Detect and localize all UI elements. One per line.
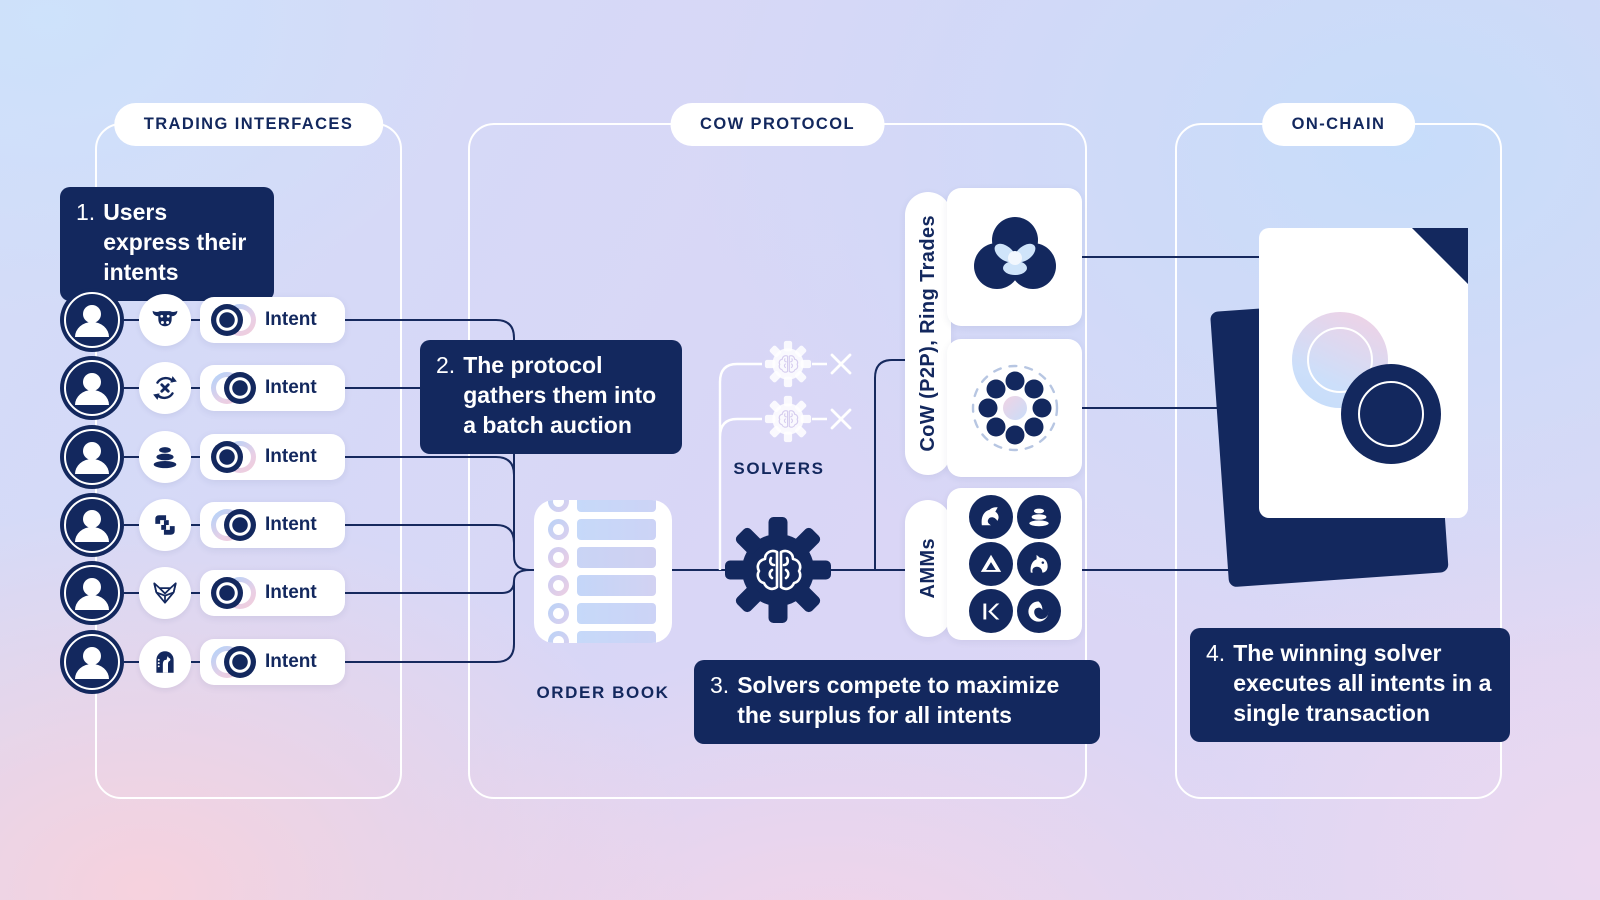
step-text: Users express their intents: [103, 199, 247, 285]
trading-interface-icon: [139, 294, 191, 346]
intent-seal-icon: [1341, 364, 1441, 464]
triangle-icon: [968, 542, 1013, 586]
order-row: [548, 603, 672, 624]
trading-interface-icon: [139, 636, 191, 688]
kyber-diamond-icon: [968, 589, 1013, 633]
user-avatar: [60, 561, 124, 625]
cow-p2p-card: [947, 188, 1082, 326]
order-row: [548, 519, 672, 540]
intent-label: Intent: [265, 309, 317, 330]
stacked-stones-icon: [1016, 495, 1061, 539]
ring-trades-card: [947, 339, 1082, 477]
cow-ring-trades-label: CoW (P2P), Ring Trades: [916, 215, 939, 452]
trading-interface-icon: [139, 362, 191, 414]
intent-label: Intent: [265, 446, 317, 467]
step-text: The protocol gathers them into a batch a…: [463, 352, 657, 438]
intent-label: Intent: [265, 377, 317, 398]
cow-icon: [152, 310, 178, 327]
intent-target-icon: [211, 441, 256, 473]
amms-label: AMMs: [916, 538, 939, 599]
solvers-label: SOLVERS: [733, 459, 825, 478]
section-label-pill: TRADING INTERFACES: [113, 103, 384, 146]
step-number: 4.: [1206, 640, 1226, 666]
intent-label: Intent: [265, 582, 317, 603]
intent-target-icon: [211, 304, 256, 336]
order-row: [548, 575, 672, 596]
order-row: [548, 547, 672, 568]
order-row: [548, 631, 672, 643]
intent-pill: Intent: [200, 365, 345, 411]
intent-pill: Intent: [200, 434, 345, 480]
person-icon: [75, 305, 109, 337]
swap-arrows-icon: [153, 376, 177, 400]
winning-solver-gear-icon: [716, 508, 840, 632]
step-number: 2.: [436, 352, 456, 378]
section-label-pill: ON-CHAIN: [1261, 103, 1416, 146]
user-avatar: [60, 425, 124, 489]
amms-card: [947, 488, 1082, 640]
intent-ring-icon: [1292, 312, 1388, 408]
section-title: COW PROTOCOL: [700, 115, 855, 133]
step-3-callout: 3. Solvers compete to maximize the surpl…: [694, 660, 1100, 744]
section-label-pill: COW PROTOCOL: [670, 103, 885, 146]
person-icon: [75, 647, 109, 679]
amms-pill: AMMs: [905, 500, 951, 637]
intent-target-icon: [211, 372, 256, 404]
intent-pill: Intent: [200, 639, 345, 685]
person-icon: [75, 373, 109, 405]
person-icon: [75, 442, 109, 474]
person-icon: [75, 578, 109, 610]
intent-label: Intent: [265, 514, 317, 535]
user-avatar: [60, 356, 124, 420]
llama-icon: [156, 651, 174, 673]
order-row: [548, 500, 672, 512]
trading-interface-icon: [139, 499, 191, 551]
venn-circles-icon: [973, 217, 1056, 289]
user-avatar: [60, 288, 124, 352]
step-number: 3.: [710, 672, 730, 698]
unicorn-icon: [1016, 542, 1061, 586]
dot-ring-icon: [971, 364, 1058, 452]
step-text: Solvers compete to maximize the surplus …: [737, 672, 1060, 728]
step-1-callout: 1. Users express their intents: [60, 187, 274, 301]
step-number: 1.: [76, 199, 96, 225]
amm-icon-grid: [968, 495, 1061, 633]
trading-interface-icon: [139, 567, 191, 619]
order-book-label: ORDER BOOK: [536, 683, 670, 702]
losing-solver-gear-icon: [761, 337, 815, 391]
linked-squares-icon: [155, 515, 175, 535]
intent-target-icon: [211, 577, 256, 609]
step-2-callout: 2. The protocol gathers them into a batc…: [420, 340, 682, 454]
user-avatar: [60, 630, 124, 694]
intent-pill: Intent: [200, 570, 345, 616]
user-avatar: [60, 493, 124, 557]
trading-interface-icon: [139, 431, 191, 483]
section-title: ON-CHAIN: [1291, 115, 1386, 133]
person-icon: [75, 510, 109, 542]
losing-solver-gear-icon: [761, 392, 815, 446]
step-text: The winning solver executes all intents …: [1233, 640, 1492, 726]
stacked-stones-icon: [153, 447, 177, 469]
intent-target-icon: [211, 509, 256, 541]
intent-target-icon: [211, 646, 256, 678]
intent-pill: Intent: [200, 502, 345, 548]
fox-icon: [153, 582, 177, 604]
intent-label: Intent: [265, 651, 317, 672]
intent-pill: Intent: [200, 297, 345, 343]
unicorn-flame-icon: [968, 495, 1013, 539]
order-book-icon: [534, 500, 672, 643]
cow-ring-trades-pill: CoW (P2P), Ring Trades: [905, 192, 951, 475]
section-title: TRADING INTERFACES: [143, 115, 354, 133]
step-4-callout: 4. The winning solver executes all inten…: [1190, 628, 1510, 742]
swirl-icon: [1016, 589, 1061, 633]
